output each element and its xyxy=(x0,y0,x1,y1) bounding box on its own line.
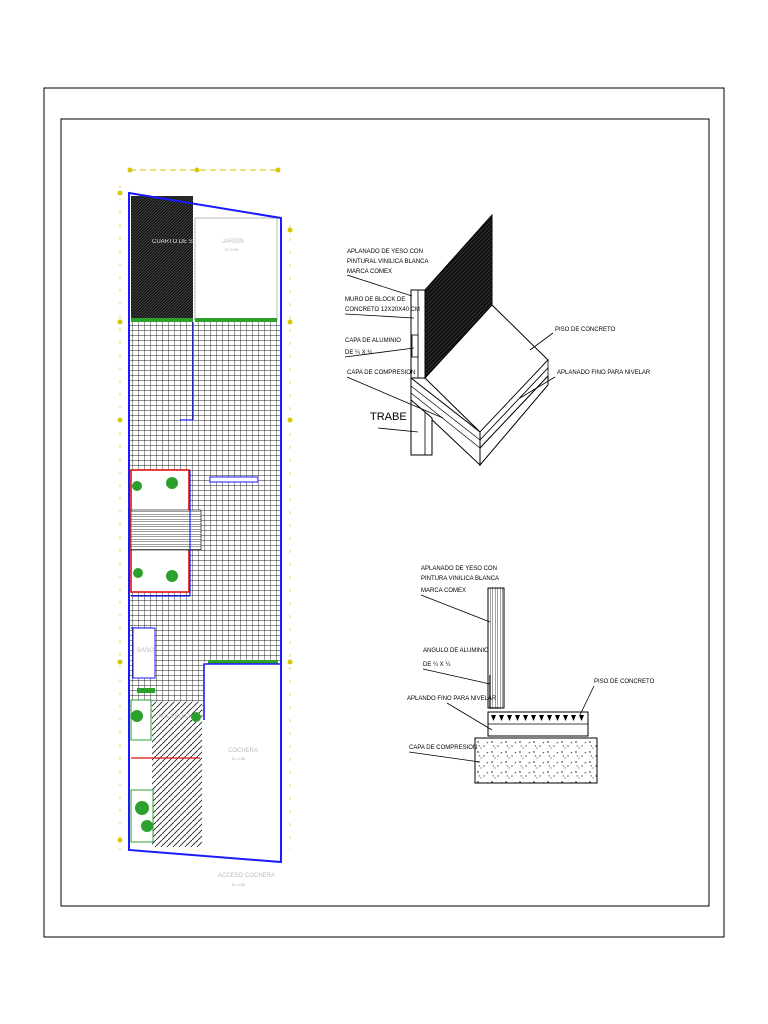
hatch-triangle xyxy=(507,715,512,721)
lower-garden xyxy=(130,789,154,843)
iso-label-yeso-2: PINTURAL VINILICA BLANCA xyxy=(347,259,428,265)
exterior-wall xyxy=(128,191,282,864)
stair-steps xyxy=(130,509,202,551)
triangle-pattern xyxy=(491,715,584,721)
hatch-triangle xyxy=(523,715,528,721)
inner-frame xyxy=(60,118,710,907)
sec-label-yeso-3: MARCA COMEX xyxy=(421,588,466,594)
iso-label-yeso-1: APLANADO DE YESO CON xyxy=(347,249,423,255)
access-sublabel: N.-0.00 xyxy=(232,882,246,887)
iso-label-yeso-3: MARCA COMEX xyxy=(347,269,392,275)
garage-label: COCHERA xyxy=(228,748,258,754)
hatch-triangle xyxy=(563,715,568,721)
plant-icon-3 xyxy=(133,568,143,578)
aluminum-angle xyxy=(411,334,419,358)
sec-label-aplando: APLANDO FINO PARA NIVELAR xyxy=(407,696,497,702)
hatch-triangle xyxy=(547,715,552,721)
plant-icon-4 xyxy=(166,570,178,582)
floor-plan: CUARTO DE SERVICIO JARDIN N.-0.00 BAÑO xyxy=(117,167,293,887)
sec-label-angulo-2: DE ¼ X ¼ xyxy=(423,662,451,668)
hatch-triangle xyxy=(539,715,544,721)
access-label: ACCESO COCHERA xyxy=(218,873,275,879)
iso-label-muro-2: CONCRETO 12X20X40 CM xyxy=(345,307,420,313)
plant-icon-7 xyxy=(135,801,149,815)
entry-label: ACCESO CASA xyxy=(158,714,201,720)
hatch-triangle xyxy=(515,715,520,721)
bathroom-label: BAÑO xyxy=(137,647,154,654)
section-detail: APLANADO DE YESO CON PINTURA VINILICA BL… xyxy=(407,566,655,784)
iso-label-piso: PISO DE CONCRETO xyxy=(555,327,616,333)
iso-label-muro-1: MURO DE BLOCK DE xyxy=(345,297,405,303)
iso-label-compresion: CAPA DE COMPRESION xyxy=(347,370,415,376)
service-room xyxy=(131,196,193,322)
axis-marks xyxy=(117,167,293,850)
garden-edge xyxy=(131,318,193,322)
hatch-triangle xyxy=(555,715,560,721)
plant-icon-8 xyxy=(141,820,153,832)
service-room-label: CUARTO DE SERVICIO xyxy=(152,239,218,245)
compression-slab xyxy=(474,737,598,784)
garden-edge-2 xyxy=(195,318,277,322)
iso-label-trabe: TRABE xyxy=(370,411,407,423)
plant-icon xyxy=(132,481,142,491)
hatch-triangle xyxy=(499,715,504,721)
garage xyxy=(205,664,280,844)
sec-label-yeso-2: PINTURA VINILICA BLANCA xyxy=(421,576,499,582)
iso-label-capa-2: DE ¼ X ¼ xyxy=(345,350,373,356)
tiled-floor xyxy=(129,322,281,720)
sec-label-angulo-1: ANGULO DE ALUMINIO xyxy=(423,648,489,654)
skylight xyxy=(209,476,259,483)
iso-label-aplanado: APLANADO FINO PARA NIVELAR xyxy=(557,370,651,376)
sec-label-piso: PISO DE CONCRETO xyxy=(594,679,655,685)
hatch-triangle xyxy=(491,715,496,721)
plant-icon-2 xyxy=(166,477,178,489)
garage-sublabel: N.-0.00 xyxy=(232,756,246,761)
sec-label-yeso-1: APLANADO DE YESO CON xyxy=(421,566,497,572)
plant-icon-6 xyxy=(191,712,201,722)
entry-hatch xyxy=(152,702,202,847)
section-angle xyxy=(489,675,500,709)
sec-label-compresion: CAPA DE COMPRESION xyxy=(409,745,477,751)
outer-frame xyxy=(43,87,725,938)
hatch-triangle xyxy=(579,715,584,721)
plant-icon-5 xyxy=(131,710,143,722)
garage-wall xyxy=(203,663,281,720)
garden-label: JARDIN xyxy=(222,239,244,245)
hatch-triangle xyxy=(531,715,536,721)
iso-label-capa-1: CAPA DE ALUMINIO xyxy=(345,338,401,344)
garden-edge-4 xyxy=(137,688,155,693)
garden-sublabel: N.-0.00 xyxy=(225,247,239,252)
bathroom xyxy=(132,627,156,679)
garden-area xyxy=(194,217,278,321)
garden-edge-3 xyxy=(208,660,278,664)
hatch-triangle xyxy=(571,715,576,721)
isometric-detail: APLANADO DE YESO CON PINTURAL VINILICA B… xyxy=(344,213,651,467)
